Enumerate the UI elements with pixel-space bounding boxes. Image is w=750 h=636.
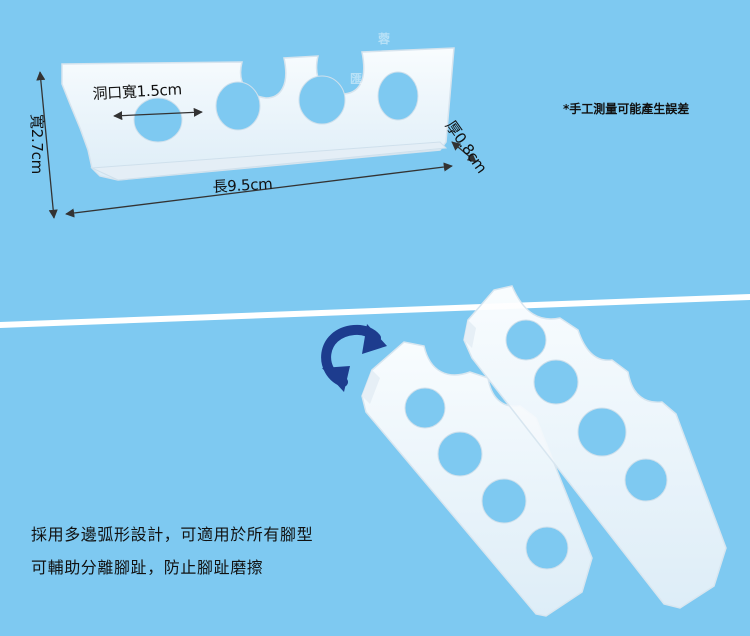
width-label: 寬2.7cm	[28, 114, 46, 174]
caption-line-2: 可輔助分離腳趾，防止腳趾磨擦	[31, 558, 264, 577]
width-line	[36, 71, 58, 219]
caption-line-1: 採用多邊弧形設計，可適用於所有腳型	[31, 525, 314, 544]
divider-line	[0, 294, 750, 328]
length-label: 長9.5cm	[212, 174, 273, 196]
hole-width-line	[113, 107, 203, 121]
rotate-arrow-icon	[321, 324, 387, 392]
toe-separator-top	[61, 47, 455, 181]
watermark-text-1: 蓉	[378, 32, 391, 46]
watermark-text-2: 匯	[350, 72, 363, 86]
length-line	[65, 162, 453, 218]
measurement-note: *手工測量可能產生誤差	[563, 102, 690, 116]
toe-separator-right	[463, 285, 727, 609]
thickness-line	[451, 141, 477, 163]
toe-separator-left	[361, 341, 593, 617]
